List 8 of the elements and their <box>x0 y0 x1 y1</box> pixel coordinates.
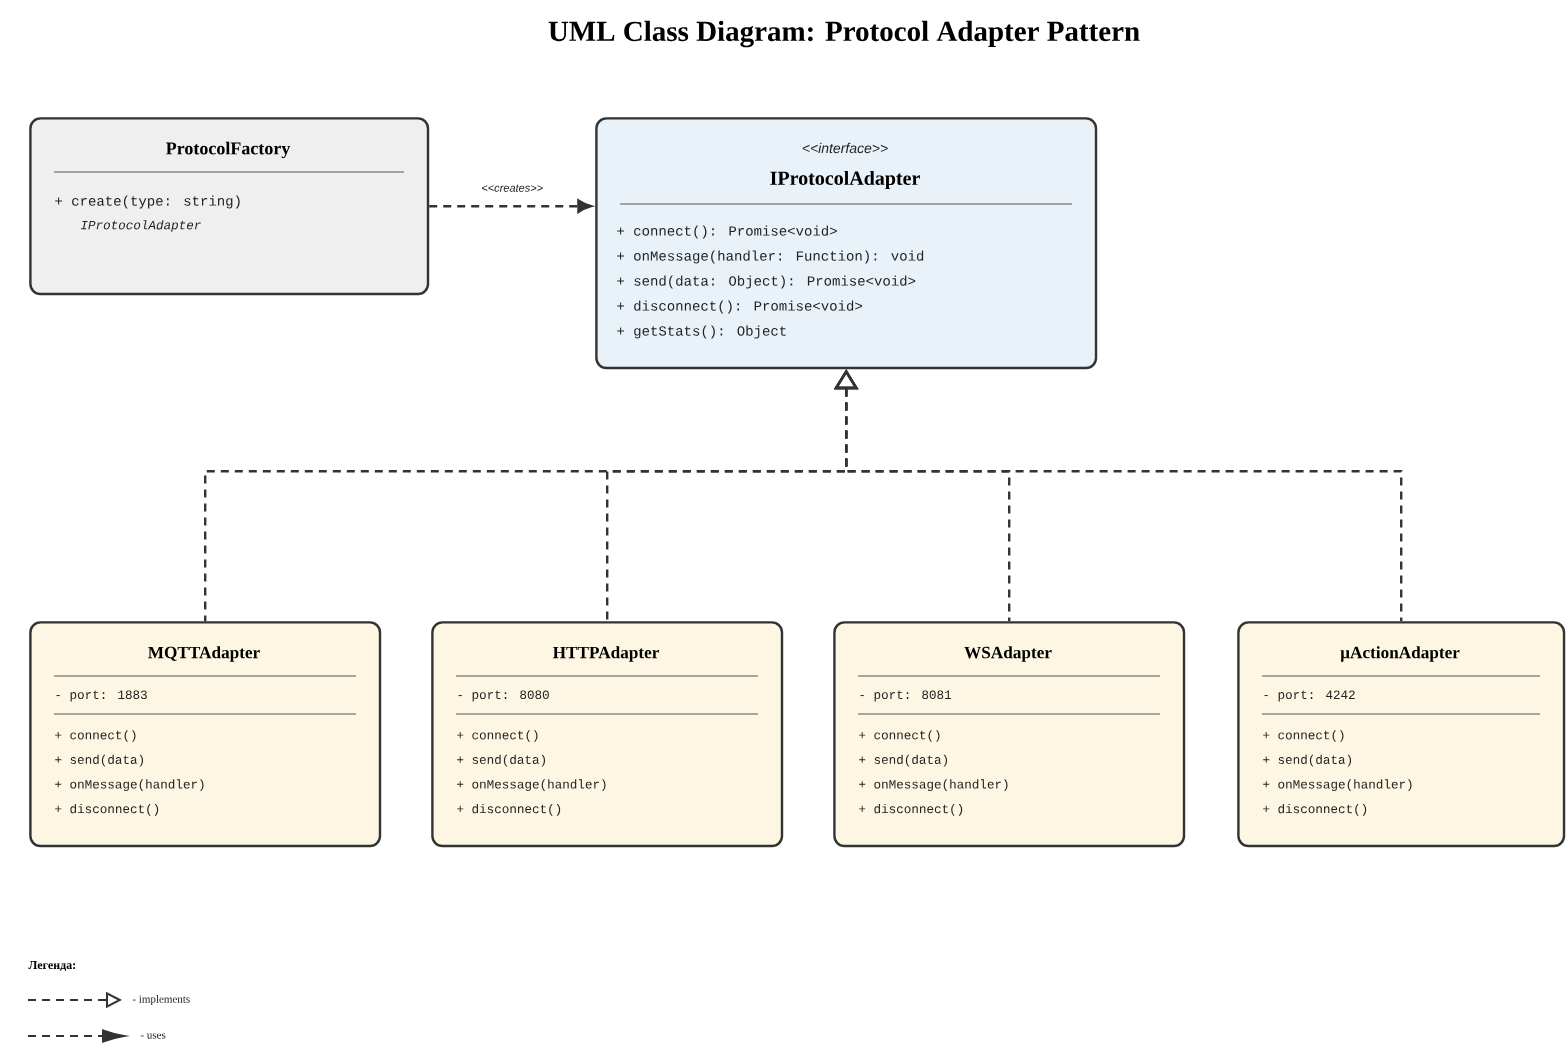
class-name: ProtocolFactory <box>166 141 291 159</box>
class-name: WSAdapter <box>964 646 1052 662</box>
class-name: IProtocolAdapter <box>770 170 920 190</box>
diagram-title: UML Class Diagram: Protocol Adapter Pattern <box>548 20 1140 48</box>
class-name: HTTPAdapter <box>552 646 659 662</box>
class-name: µActionAdapter <box>1340 646 1460 662</box>
class-name: MQTTAdapter <box>148 646 260 662</box>
dashed-arrow <box>429 199 593 214</box>
